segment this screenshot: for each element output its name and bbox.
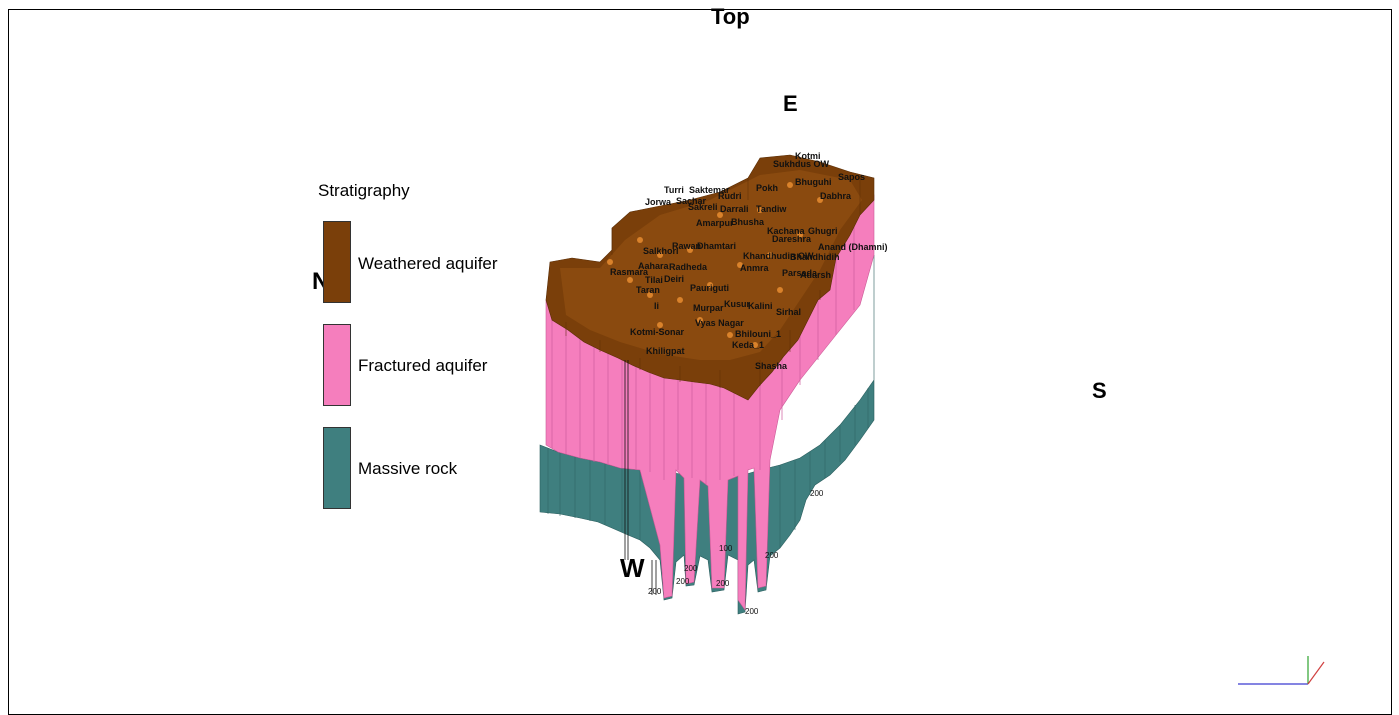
legend-label-weathered: Weathered aquifer bbox=[358, 254, 498, 273]
massive-rock-column-lines bbox=[547, 388, 869, 548]
location-label: Tilai bbox=[645, 275, 663, 285]
location-label: Aahara bbox=[638, 261, 670, 271]
location-label: Amarpur bbox=[696, 218, 734, 228]
depth-tick-label: 200 bbox=[648, 587, 662, 596]
legend-swatch-weathered bbox=[323, 221, 351, 303]
depth-tick-label: 200 bbox=[676, 577, 690, 586]
location-label: Rudri bbox=[718, 191, 742, 201]
location-label: Khiligpat bbox=[646, 346, 685, 356]
depth-tick-label: 200 bbox=[745, 607, 759, 616]
location-label: Taran bbox=[636, 285, 660, 295]
location-label: Sirhal bbox=[776, 307, 801, 317]
borehole-sticks bbox=[624, 360, 657, 595]
weathered-column-lines bbox=[565, 175, 861, 388]
location-label: Dabhra bbox=[820, 191, 852, 201]
location-label: Pauriguti bbox=[690, 283, 729, 293]
location-label: Turri bbox=[664, 185, 684, 195]
location-label: Darrali bbox=[720, 204, 749, 214]
legend-label-massive: Massive rock bbox=[358, 459, 458, 478]
location-label: Sukhdus OW bbox=[773, 159, 830, 169]
location-label: Ii bbox=[654, 301, 659, 311]
depth-tick-label: 200 bbox=[716, 579, 730, 588]
location-label: Deiri bbox=[664, 274, 684, 284]
location-label: Keda_1 bbox=[732, 340, 764, 350]
orientation-south-label: S bbox=[1092, 378, 1107, 403]
location-label: Kachana bbox=[767, 226, 806, 236]
depth-labels: 200 200 200 100 200 200 200 200 bbox=[648, 489, 824, 616]
location-label: Dhamtari bbox=[697, 241, 736, 251]
location-label: Murpar bbox=[693, 303, 724, 313]
location-label: Pokh bbox=[756, 183, 778, 193]
location-label: Ghugri bbox=[808, 226, 838, 236]
location-label: Adarsh bbox=[800, 270, 831, 280]
location-label: Parsada bbox=[782, 268, 818, 278]
location-label: Sachar bbox=[676, 196, 707, 206]
legend-title: Stratigraphy bbox=[318, 181, 410, 200]
location-label: Jorwa bbox=[645, 197, 672, 207]
legend-swatch-fractured bbox=[323, 324, 351, 406]
axes-triad-icon bbox=[1238, 656, 1325, 685]
depth-tick-label: 200 bbox=[684, 564, 698, 573]
location-label: Rawan bbox=[672, 241, 701, 251]
orientation-west-label: W bbox=[620, 553, 645, 583]
location-label: Kalini bbox=[748, 301, 773, 311]
location-label: Khandhudin OW bbox=[743, 251, 814, 261]
location-label: Vyas Nagar bbox=[695, 318, 744, 328]
location-label: Shasha bbox=[755, 361, 788, 371]
weathered-surface-highlight bbox=[560, 170, 862, 360]
depth-tick-label: 100 bbox=[719, 544, 733, 553]
location-label: Kotmi bbox=[795, 151, 821, 161]
location-label: Anand (Dhamni) bbox=[818, 242, 888, 252]
location-label: Bhilouni_1 bbox=[735, 329, 781, 339]
legend-label-fractured: Fractured aquifer bbox=[358, 356, 488, 375]
location-label: Sapos bbox=[838, 172, 865, 182]
depth-tick-label: 200 bbox=[765, 551, 779, 560]
borehole-markers bbox=[607, 182, 823, 348]
location-label: Bhusha bbox=[731, 217, 765, 227]
orientation-top-label: Top bbox=[711, 4, 750, 29]
location-label: Bhandhidih bbox=[790, 252, 840, 262]
location-label: Kotmi-Sonar bbox=[630, 327, 684, 337]
location-label: Bhuguhi bbox=[795, 177, 832, 187]
location-label: Tandiw bbox=[756, 204, 787, 214]
location-label: Kusur bbox=[724, 299, 751, 309]
location-label: Dareshra bbox=[772, 234, 812, 244]
location-label: Radheda bbox=[669, 262, 708, 272]
location-label: Anmra bbox=[740, 263, 770, 273]
orientation-east-label: E bbox=[783, 91, 798, 116]
legend-swatch-massive bbox=[323, 427, 351, 509]
location-label: Sakreli bbox=[688, 202, 718, 212]
location-label: Saktemar bbox=[689, 185, 730, 195]
location-label: Rasmara bbox=[610, 267, 649, 277]
location-label: Salkhori bbox=[643, 246, 679, 256]
depth-tick-label: 200 bbox=[810, 489, 824, 498]
